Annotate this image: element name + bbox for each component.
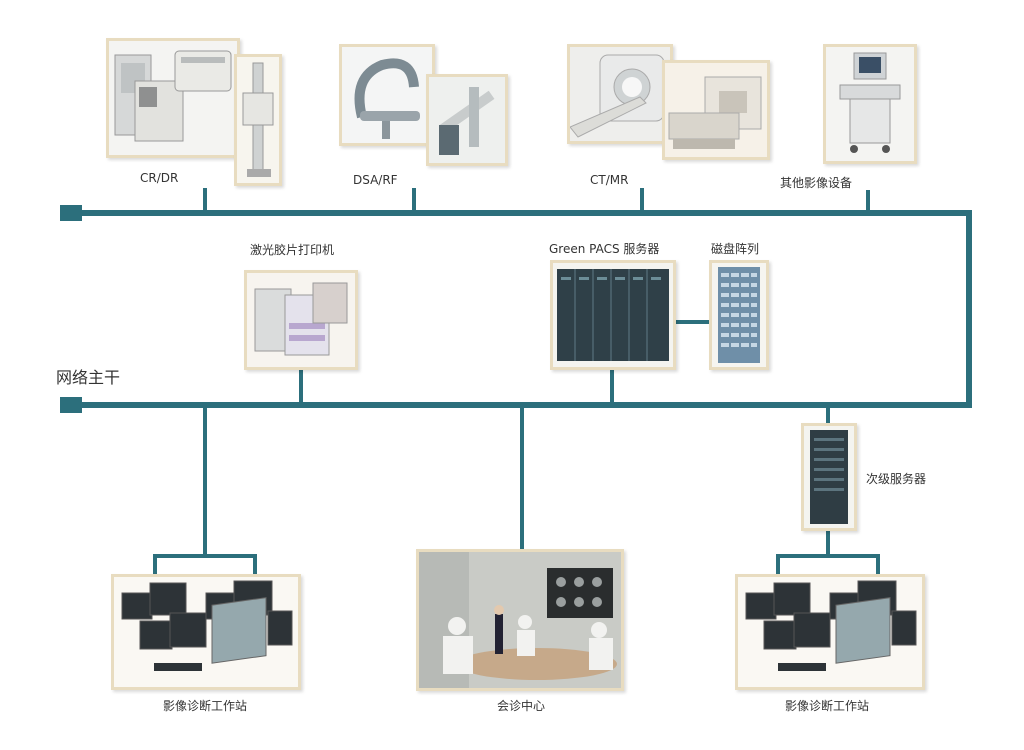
- backbone-label: 网络主干: [56, 368, 121, 387]
- center-drop: [520, 406, 524, 552]
- laser-printer-image: [244, 270, 358, 370]
- consultation-center-image: [416, 549, 624, 691]
- printer-link: [299, 370, 303, 404]
- right-branch-r: [876, 554, 880, 578]
- pacs-server-link: [610, 370, 614, 404]
- workstation-left-label: 影像诊断工作站: [163, 699, 248, 713]
- dsa-image: [339, 44, 435, 146]
- left-branch-r: [253, 554, 257, 578]
- left-branch: [153, 554, 257, 558]
- other-imaging-link: [866, 190, 870, 212]
- cr-dr-link: [203, 188, 207, 212]
- right-riser: [966, 210, 972, 408]
- cr-dr-stand-image: [234, 54, 282, 186]
- backbone-terminator: [60, 397, 82, 413]
- laser-printer-label: 激光胶片打印机: [250, 243, 335, 257]
- right-drop-top: [826, 406, 830, 428]
- dsa-rf-label: DSA/RF: [353, 173, 398, 187]
- ct-mr-link: [640, 188, 644, 212]
- right-drop-bottom: [826, 530, 830, 556]
- rf-image: [426, 74, 508, 166]
- secondary-server-image: [801, 423, 857, 531]
- cr-dr-label: CR/DR: [140, 171, 179, 185]
- right-branch: [776, 554, 880, 558]
- right-branch-l: [776, 554, 780, 578]
- workstation-right-label: 影像诊断工作站: [785, 699, 870, 713]
- server-disk-link: [675, 320, 711, 324]
- other-imaging-label: 其他影像设备: [780, 176, 853, 190]
- other-imaging-image: [823, 44, 917, 164]
- ct-image: [567, 44, 673, 144]
- secondary-server-label: 次级服务器: [866, 472, 927, 486]
- pacs-server-image: [550, 260, 676, 370]
- cr-dr-image: [106, 38, 240, 158]
- left-branch-l: [153, 554, 157, 578]
- pacs-server-label: Green PACS 服务器: [549, 242, 660, 256]
- dsa-rf-link: [412, 188, 416, 212]
- disk-array-label: 磁盘阵列: [711, 242, 760, 256]
- mr-image: [662, 60, 770, 160]
- ct-mr-label: CT/MR: [590, 173, 629, 187]
- left-drop: [203, 406, 207, 556]
- top-bus: [80, 210, 972, 216]
- top-bus-terminator: [60, 205, 82, 221]
- workstation-left-image: [111, 574, 301, 690]
- backbone-bus: [80, 402, 972, 408]
- consultation-center-label: 会诊中心: [497, 699, 546, 713]
- workstation-right-image: [735, 574, 925, 690]
- disk-array-image: [709, 260, 769, 370]
